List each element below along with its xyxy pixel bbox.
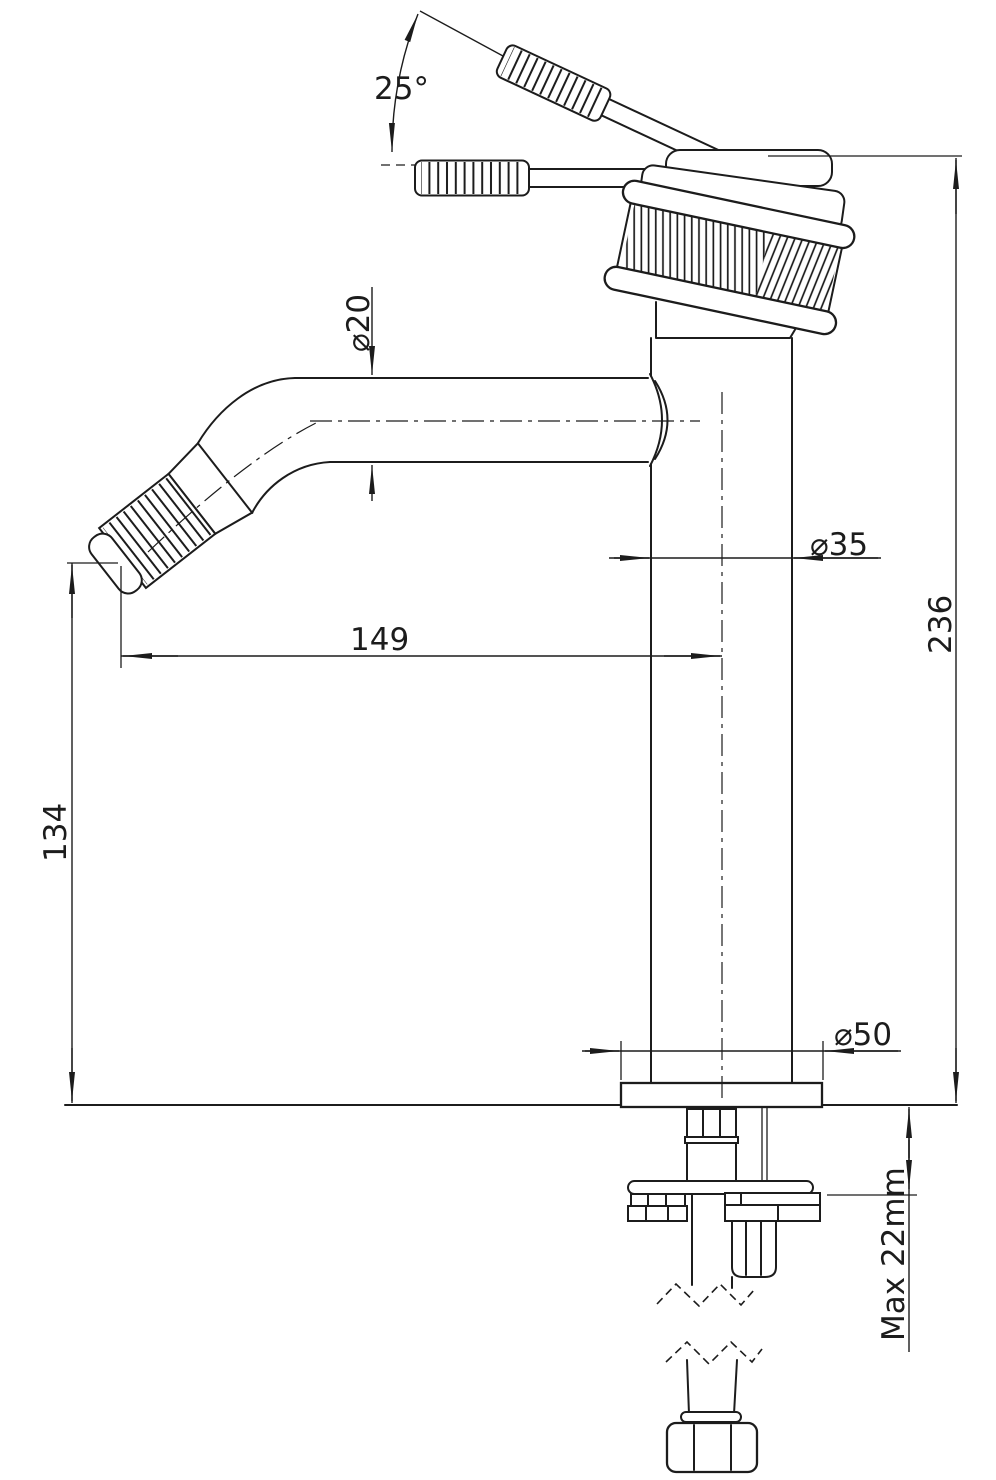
mounting-hardware [627, 1107, 821, 1278]
faucet-body [649, 301, 803, 1084]
dim-label-deck-max: Max 22mm [876, 1167, 912, 1341]
dimension-lines [67, 155, 962, 1352]
hose-hex-nipple [686, 1108, 737, 1138]
fixing-gasket-left [627, 1193, 688, 1222]
mixer-head [603, 149, 856, 336]
spout-body-fillet-inner [654, 380, 669, 460]
ring-top-rim [621, 179, 856, 250]
break-line-upper [656, 1282, 755, 1308]
ring-bottom-rim [603, 265, 838, 336]
dim-label-spout-height: 134 [38, 803, 74, 862]
angle-arc [388, 13, 419, 153]
hose-collar [686, 1142, 737, 1184]
dim-label-body-diameter: ⌀35 [810, 527, 868, 563]
stud-nut [731, 1220, 777, 1278]
spout-body-fillet-outer [649, 373, 663, 467]
spout-aerator-tip [88, 441, 254, 595]
dim-label-overall-height: 236 [923, 595, 959, 654]
spout-bend-outer [197, 377, 296, 444]
hose-nut [665, 1421, 759, 1474]
break-line-lower [665, 1340, 763, 1366]
dim-label-spout-diameter: ⌀20 [341, 294, 377, 352]
dim-label-spout-reach: 149 [350, 622, 409, 658]
dim-label-handle-angle: 25° [374, 71, 429, 107]
dim-label-base-diameter: ⌀50 [834, 1017, 892, 1053]
centerlines [147, 392, 723, 1100]
supply-hose [656, 1193, 763, 1474]
fixing-gasket-right [724, 1192, 821, 1222]
hose-flare [680, 1411, 742, 1423]
knurled-cartridge-ring [603, 179, 856, 336]
spout [88, 377, 649, 595]
horseshoe-washer [627, 1180, 814, 1195]
spout-bend-centerline [147, 420, 321, 553]
angle-reference-line [419, 10, 504, 57]
spout-bend-inner [251, 461, 331, 514]
